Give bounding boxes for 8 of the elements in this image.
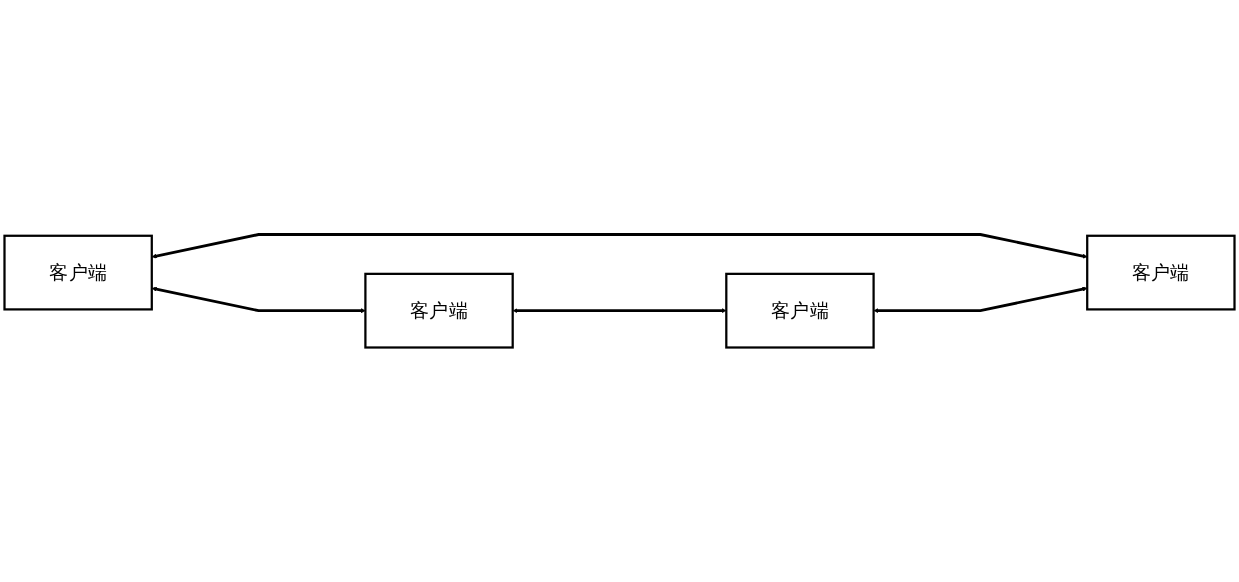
node-box: 客户端 <box>364 272 514 349</box>
arrow <box>873 286 1088 314</box>
node-box: 客户端 <box>1086 234 1236 311</box>
arrow <box>151 286 366 314</box>
arrow <box>512 308 727 314</box>
node-box: 客户端 <box>725 272 875 349</box>
arrow <box>151 233 1088 259</box>
node-box: 客户端 <box>3 234 153 311</box>
